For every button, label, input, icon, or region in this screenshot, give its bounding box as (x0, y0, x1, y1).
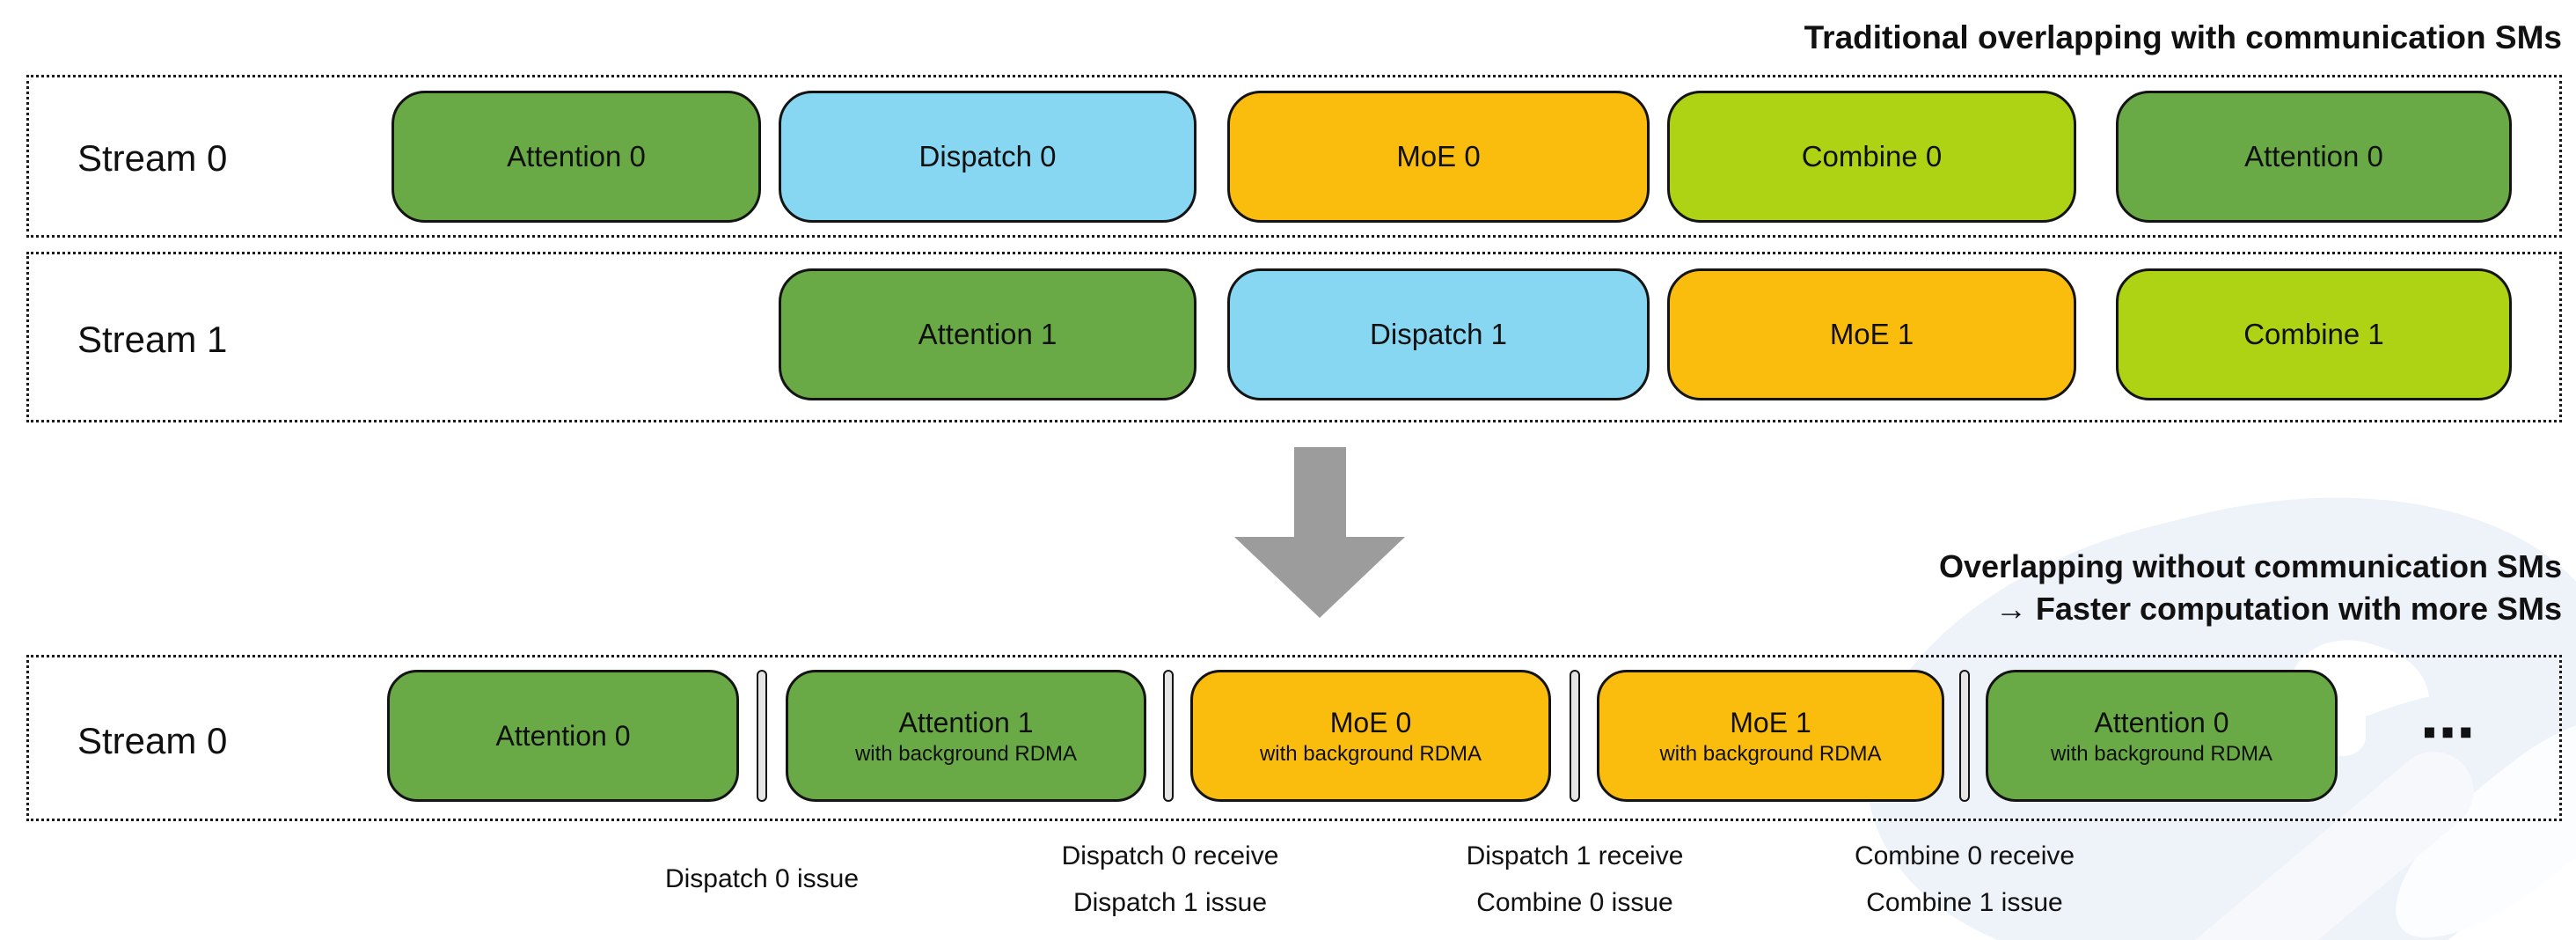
block-subtitle: with background RDMA (1659, 741, 1882, 766)
caption-traditional: Traditional overlapping with communicati… (1804, 19, 2562, 55)
annotation-line: Dispatch 1 receive (1466, 841, 1684, 870)
block-bottom-moe-1: MoE 1 with background RDMA (1597, 670, 1944, 802)
annotation-dispatch1-receive-combine0-issue: Dispatch 1 receive Combine 0 issue (1337, 833, 1812, 926)
caption-overlapping-line1: Overlapping without communication SMs (1938, 548, 2562, 584)
annotation-line: Dispatch 1 issue (1072, 888, 1268, 917)
block-title: Attention 0 (2094, 706, 2229, 738)
traditional-stream0-box (26, 75, 2562, 238)
annotation-dispatch0-issue: Dispatch 0 issue (524, 856, 999, 902)
stream1-label: Stream 1 (77, 319, 228, 360)
block-label: Dispatch 1 (1370, 318, 1507, 350)
block-label: MoE 1 (1829, 318, 1914, 350)
annotation-line: Combine 0 receive (1854, 841, 2075, 870)
block-bottom-attention-1: Attention 1 with background RDMA (786, 670, 1146, 802)
stream-divider (1163, 670, 1174, 802)
caption-overlapping: Overlapping without communication SMs → … (1939, 546, 2562, 630)
stream0-label-top: Stream 0 (77, 137, 228, 179)
arrow-down-icon (1294, 447, 1346, 539)
block-label: Attention 1 (918, 318, 1057, 350)
block-top-moe-0: MoE 0 (1227, 91, 1650, 223)
annotation-line: Dispatch 0 issue (664, 864, 860, 893)
block-top-attention-1: Attention 1 (779, 268, 1197, 400)
annotation-line: Combine 1 issue (1866, 888, 2063, 917)
stream-divider (757, 670, 767, 802)
overlapped-stream0-box (26, 655, 2562, 821)
block-bottom-attention-0-repeat: Attention 0 with background RDMA (1986, 670, 2338, 802)
stream-divider (1959, 670, 1970, 802)
block-top-attention-0: Attention 0 (392, 91, 761, 223)
block-title: MoE 0 (1329, 706, 1412, 738)
arrow-down-icon (1234, 537, 1405, 618)
caption-overlapping-line2: → Faster computation with more SMs (1994, 591, 2562, 627)
block-title: Attention 0 (495, 720, 631, 752)
block-label: MoE 0 (1396, 140, 1481, 173)
block-top-dispatch-0: Dispatch 0 (779, 91, 1197, 223)
block-top-dispatch-1: Dispatch 1 (1227, 268, 1650, 400)
annotation-combine0-receive-combine1-issue: Combine 0 receive Combine 1 issue (1727, 833, 2202, 926)
block-label: Dispatch 0 (918, 140, 1057, 173)
annotation-line: Dispatch 0 receive (1061, 841, 1279, 870)
block-label: Attention 0 (507, 140, 646, 173)
block-subtitle: with background RDMA (1259, 741, 1482, 766)
block-title: MoE 1 (1730, 706, 1811, 738)
block-top-attention-0-repeat: Attention 0 (2116, 91, 2512, 223)
block-label: Attention 0 (2244, 140, 2383, 173)
block-bottom-moe-0: MoE 0 with background RDMA (1190, 670, 1551, 802)
block-subtitle: with background RDMA (2050, 741, 2273, 766)
annotation-line: Combine 0 issue (1476, 888, 1673, 917)
block-title: Attention 1 (898, 706, 1034, 738)
block-subtitle: with background RDMA (854, 741, 1078, 766)
block-bottom-attention-0: Attention 0 (387, 670, 739, 802)
stream0-label-bottom: Stream 0 (77, 720, 228, 761)
block-top-combine-1: Combine 1 (2116, 268, 2512, 400)
block-label: Combine 0 (1801, 140, 1943, 173)
block-label: Combine 1 (2243, 318, 2384, 350)
block-top-moe-1: MoE 1 (1667, 268, 2076, 400)
stream-divider (1570, 670, 1580, 802)
annotation-dispatch0-receive-dispatch1-issue: Dispatch 0 receive Dispatch 1 issue (933, 833, 1408, 926)
continuation-ellipsis: ⋯ (2420, 703, 2480, 764)
traditional-stream1-box (26, 252, 2562, 422)
block-top-combine-0: Combine 0 (1667, 91, 2076, 223)
